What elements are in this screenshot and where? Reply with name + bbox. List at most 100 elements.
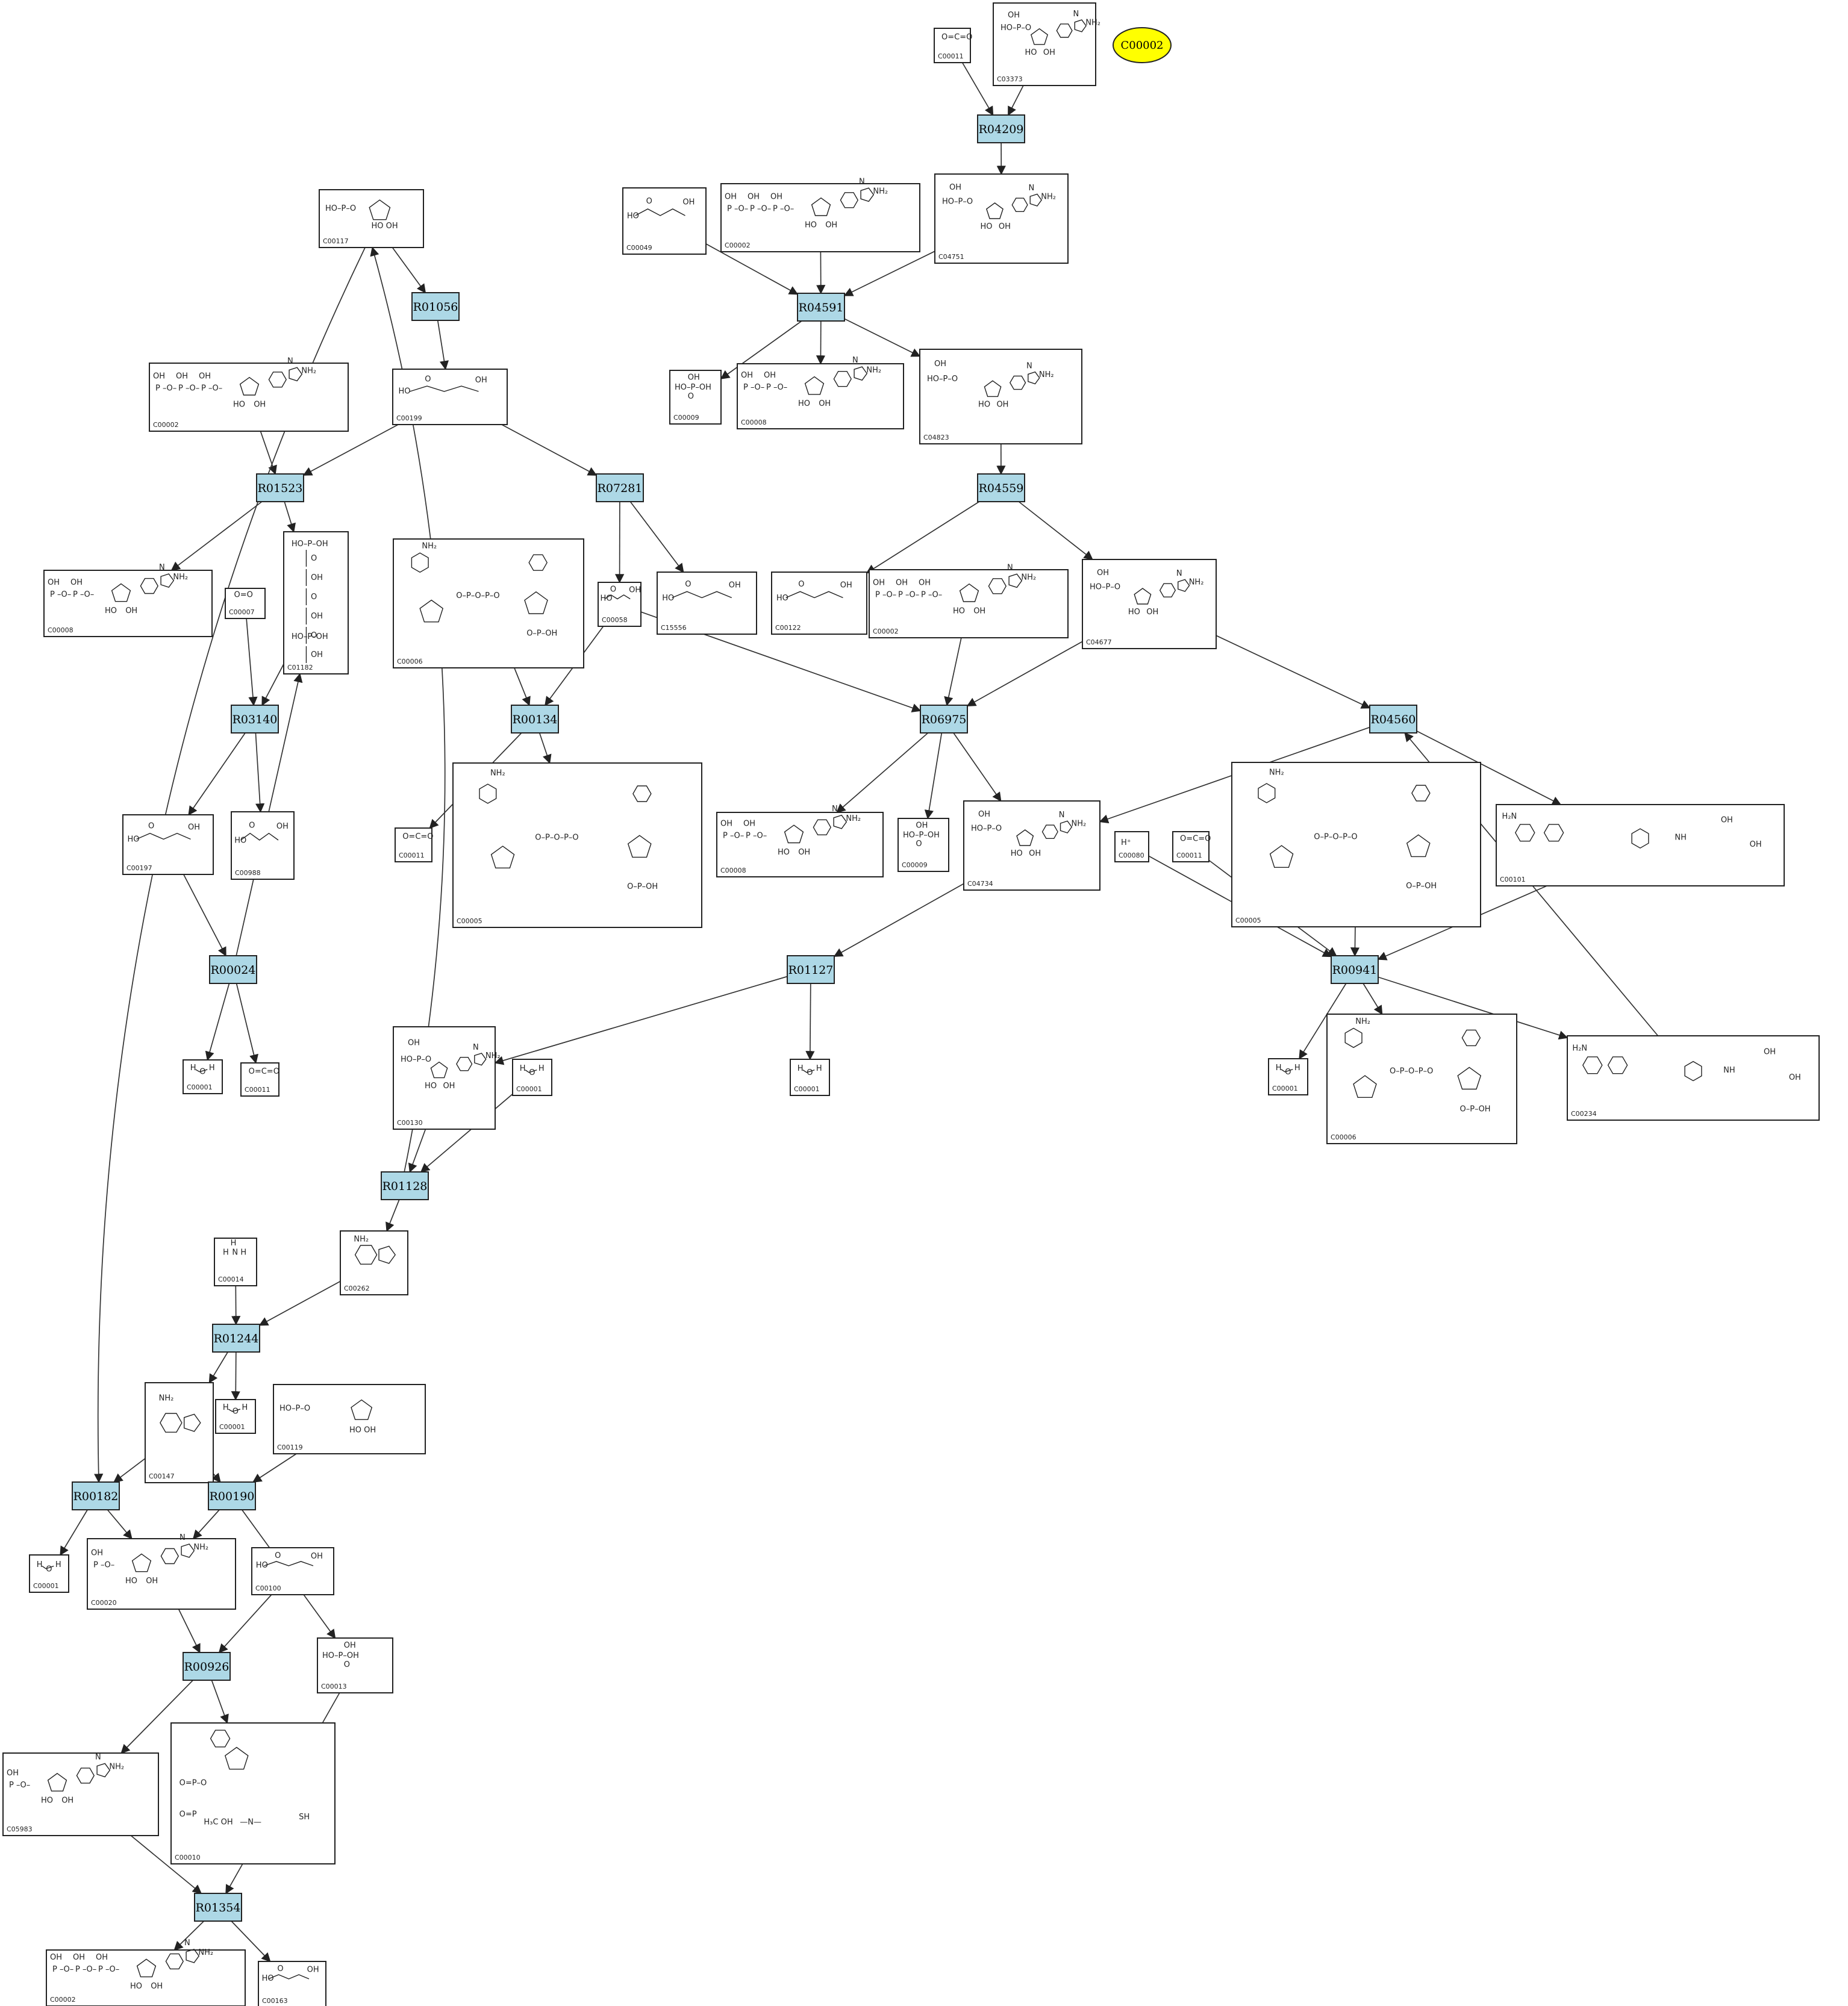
edge-c04751-to-R04591 (843, 251, 935, 296)
svg-text:NH₂: NH₂ (1041, 193, 1056, 202)
edge-c00002_c-to-R06975 (944, 637, 962, 706)
reaction-node-r00182[interactable]: R00182 (72, 1481, 120, 1510)
svg-text:OH: OH (840, 581, 852, 590)
svg-text:–O–: –O– (734, 205, 748, 214)
reaction-node-r07281[interactable]: R07281 (596, 473, 644, 502)
svg-text:OH: OH (949, 183, 961, 192)
edge-R00024-to-c00001_a (205, 983, 230, 1061)
compound-label: C00001 (33, 1582, 59, 1590)
reaction-node-r00134[interactable]: R00134 (511, 705, 559, 734)
highlight-node[interactable]: C00002 (1113, 27, 1172, 63)
reaction-node-r01244[interactable]: R01244 (212, 1324, 260, 1353)
reaction-node-r00024[interactable]: R00024 (209, 955, 257, 984)
reaction-node-r00190[interactable]: R00190 (208, 1481, 256, 1510)
reaction-node-r00941[interactable]: R00941 (1331, 955, 1379, 984)
reaction-node-r06975[interactable]: R06975 (920, 705, 968, 734)
reaction-node-r01128[interactable]: R01128 (381, 1171, 429, 1200)
compound-label: C00058 (602, 616, 628, 624)
reaction-node-r00926[interactable]: R00926 (183, 1652, 231, 1681)
svg-text:P: P (52, 1965, 57, 1974)
svg-text:H₃C OH: H₃C OH (204, 1818, 233, 1827)
reaction-node-r04591[interactable]: R04591 (797, 293, 845, 322)
structure-diagram: O=C=O (249, 1067, 279, 1076)
reaction-node-r04209[interactable]: R04209 (977, 114, 1025, 143)
reaction-label: R07281 (598, 482, 643, 495)
reaction-node-r04560[interactable]: R04560 (1369, 705, 1417, 734)
compound-node-c00080[interactable]: H⁺C00080 (1114, 831, 1149, 862)
reaction-node-r01056[interactable]: R01056 (411, 292, 460, 321)
reaction-node-r01354[interactable]: R01354 (194, 1893, 242, 1922)
edge-R00926-to-c00010 (211, 1680, 229, 1724)
svg-text:HO–P–O: HO–P–O (971, 824, 1002, 833)
svg-text:OH: OH (1789, 1073, 1801, 1082)
compound-label: C00006 (1331, 1133, 1356, 1141)
svg-text:HO–P–O: HO–P–O (1000, 23, 1031, 33)
reaction-node-r01127[interactable]: R01127 (787, 955, 835, 984)
svg-text:N: N (95, 1752, 101, 1761)
edge-R01127-to-c00130 (494, 976, 788, 1065)
reaction-label: R00182 (73, 1490, 119, 1503)
compound-label: C03373 (997, 75, 1023, 83)
reaction-node-r03140[interactable]: R03140 (231, 705, 279, 734)
svg-text:OH: OH (199, 372, 211, 381)
reaction-node-r04559[interactable]: R04559 (977, 473, 1025, 502)
compound-label: C00011 (399, 852, 425, 859)
structure-diagram: O=O (234, 590, 253, 599)
reaction-node-r01523[interactable]: R01523 (256, 473, 304, 502)
compound-label: C00147 (149, 1472, 175, 1480)
